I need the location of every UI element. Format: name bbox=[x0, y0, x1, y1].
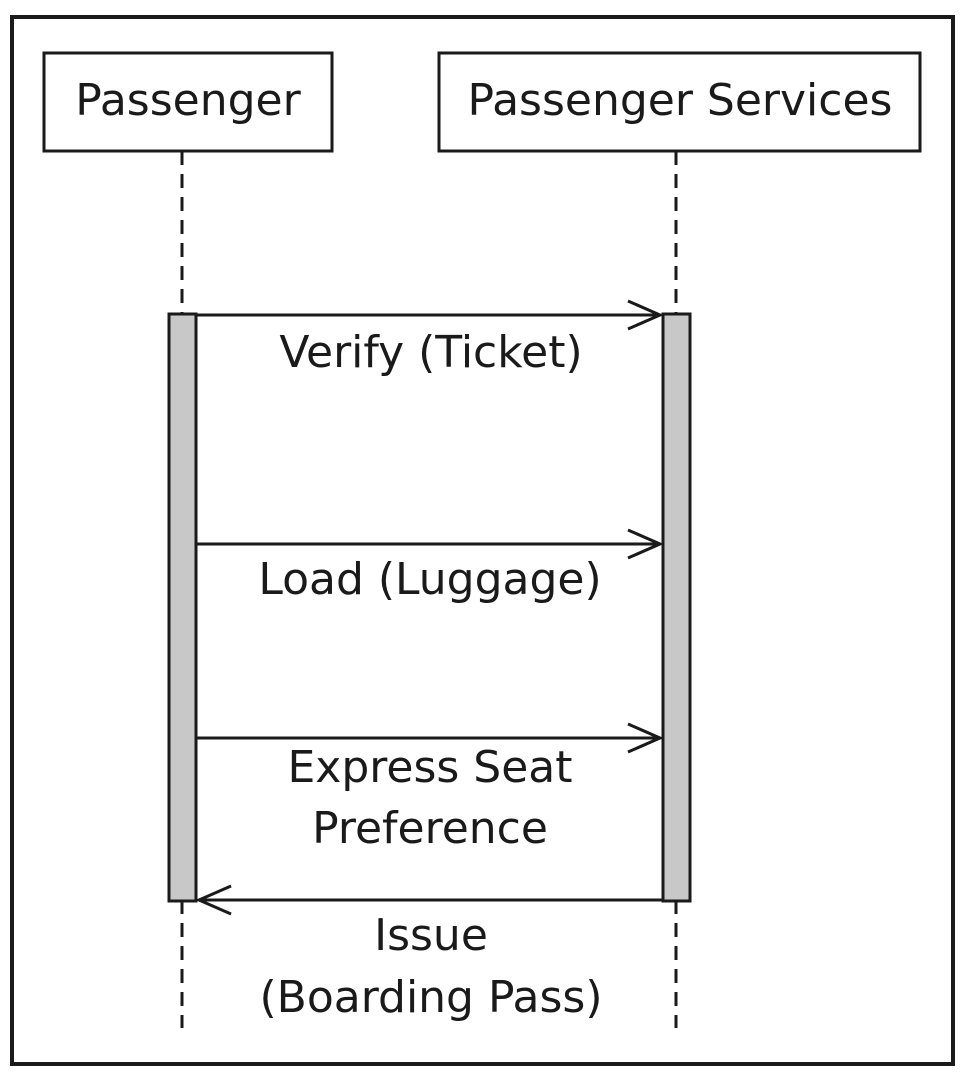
message-label: Load (Luggage) bbox=[258, 554, 601, 605]
message-load-luggage: Load (Luggage) bbox=[197, 528, 664, 605]
arrowhead-right-icon bbox=[627, 299, 664, 331]
arrowhead-right-icon bbox=[627, 528, 664, 560]
message-express-seat-preference: Express Seat Preference bbox=[197, 722, 664, 854]
arrowhead-right-icon bbox=[627, 722, 664, 754]
lifeline-label-services: Passenger Services bbox=[468, 75, 893, 126]
lifeline-passenger: Passenger bbox=[42, 51, 334, 1028]
lifeline-services: Passenger Services bbox=[437, 51, 922, 1028]
message-issue-boarding-pass: Issue (Boarding Pass) bbox=[195, 884, 662, 1023]
activation-bar-passenger bbox=[167, 312, 198, 903]
lifeline-label-passenger: Passenger bbox=[75, 75, 301, 126]
message-label-line-1: Issue bbox=[374, 910, 488, 961]
message-label-line-2: (Boarding Pass) bbox=[259, 972, 602, 1023]
arrowhead-left-icon bbox=[195, 884, 232, 916]
lifeline-box-passenger bbox=[42, 51, 334, 153]
message-verify-ticket: Verify (Ticket) bbox=[197, 299, 664, 378]
message-label: Verify (Ticket) bbox=[279, 327, 582, 378]
lifeline-box-services bbox=[437, 51, 922, 153]
activation-bar-services bbox=[661, 312, 692, 903]
message-label-line-1: Express Seat bbox=[287, 742, 572, 793]
diagram-frame bbox=[10, 15, 955, 1066]
message-label-line-2: Preference bbox=[312, 803, 548, 854]
